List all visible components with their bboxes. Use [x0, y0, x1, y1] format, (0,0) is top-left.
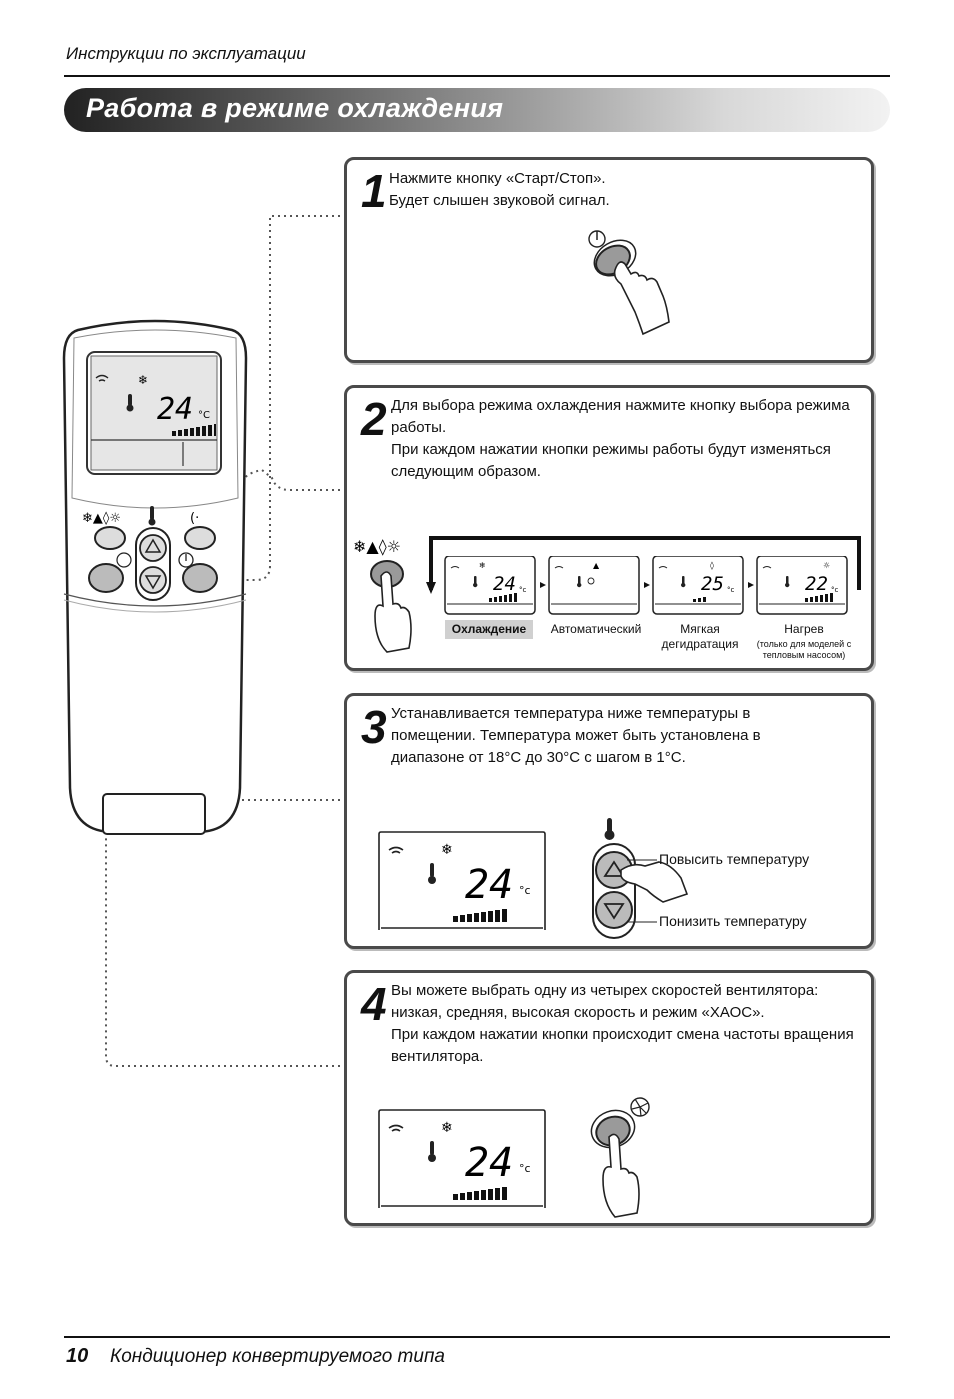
step-3-text: Устанавливается температура ниже темпера… [391, 705, 761, 766]
svg-text:☼: ☼ [823, 561, 830, 570]
step-3-lcd-unit: °c [519, 884, 531, 897]
mode-display-heat-unit: °c [831, 586, 839, 594]
step-3-box: 3 Устанавливается температура ниже темпе… [344, 693, 874, 949]
step-4-box: 4 Вы можете выбрать одну из четырех скор… [344, 970, 874, 1226]
mode-displays: ❄ 24 °c ▲ ◊ 25 °c ☼ 22 °c [444, 556, 848, 615]
mode-label-auto: Автоматический [550, 622, 642, 636]
mode-note-heat: (только для моделей с тепловым насосом) [756, 639, 852, 660]
mode-button-hand: ❄▲◊☼ [353, 537, 412, 653]
step-1-box: 1 Нажмите кнопку «Старт/Стоп». Будет слы… [344, 157, 874, 363]
step-1-text: Нажмите кнопку «Старт/Стоп». Будет слыше… [389, 170, 610, 209]
svg-text:◊: ◊ [710, 561, 714, 570]
increase-temperature-label: Повысить температуру [659, 851, 810, 867]
running-header: Инструкции по эксплуатации [66, 44, 306, 63]
header-rule [64, 75, 890, 77]
svg-text:(·: (· [190, 511, 199, 526]
footer-title: Кондиционер конвертируемого типа [110, 1346, 445, 1367]
mode-display-heat-temp: 22 [805, 573, 828, 595]
remote-lcd-unit: °C [198, 410, 210, 421]
temperature-buttons [592, 818, 689, 939]
mode-cycle-bracket [426, 536, 861, 594]
mode-display-dry: ◊ 25 °c [652, 556, 744, 615]
mode-display-cool-temp: 24 [493, 573, 516, 595]
mode-icons: ❄▲◊☼ [353, 537, 401, 556]
svg-text:▲: ▲ [593, 561, 600, 570]
step-3-lcd-temp: 24 [465, 862, 513, 908]
step-2-number: 2 [361, 393, 387, 445]
svg-text:❄: ❄ [441, 1120, 453, 1136]
mode-label-dry: Мягкая дегидратация [661, 622, 739, 651]
remote-control: ❄ 24 °C ❄▲◊☼ (· [62, 319, 248, 835]
footer-rule [64, 1336, 890, 1338]
step-3-number: 3 [361, 701, 387, 753]
step-4-lcd-temp: 24 [465, 1140, 513, 1186]
svg-text:❄: ❄ [138, 373, 148, 387]
svg-text:❄: ❄ [479, 561, 486, 570]
step-4-number: 4 [361, 978, 387, 1030]
mode-label-heat: Нагрев [784, 622, 824, 636]
step-3-lcd: ❄ 24 °c [378, 831, 546, 930]
svg-text:❄: ❄ [441, 842, 453, 858]
step-4-lcd: ❄ 24 °c [378, 1109, 546, 1208]
mode-display-heat: ☼ 22 °c [756, 556, 848, 615]
start-stop-button-hand [588, 230, 670, 336]
page-number: 10 [66, 1345, 89, 1367]
mode-display-dry-temp: 25 [701, 573, 724, 595]
mode-display-cool-unit: °c [519, 586, 527, 594]
mode-label-cool: Охлаждение [445, 620, 533, 639]
mode-display-auto: ▲ [548, 556, 640, 615]
step-1-number: 1 [361, 165, 387, 217]
decrease-temperature-label: Понизить температуру [659, 913, 807, 929]
page-title: Работа в режиме охлаждения [86, 93, 504, 123]
mode-display-cool: ❄ 24 °c [444, 556, 536, 615]
step-2-box: 2 Для выбора режима охлаждения нажмите к… [344, 385, 874, 671]
step-2-text: Для выбора режима охлаждения нажмите кно… [391, 397, 850, 480]
mode-display-dry-unit: °c [727, 586, 735, 594]
remote-lcd-temp: 24 [157, 392, 193, 427]
step-4-lcd-unit: °c [519, 1162, 531, 1175]
step-4-text: Вы можете выбрать одну из четырех скорос… [391, 982, 854, 1065]
title-bar [64, 88, 890, 132]
svg-text:❄▲◊☼: ❄▲◊☼ [82, 511, 121, 526]
fan-speed-button-hand [590, 1097, 650, 1218]
